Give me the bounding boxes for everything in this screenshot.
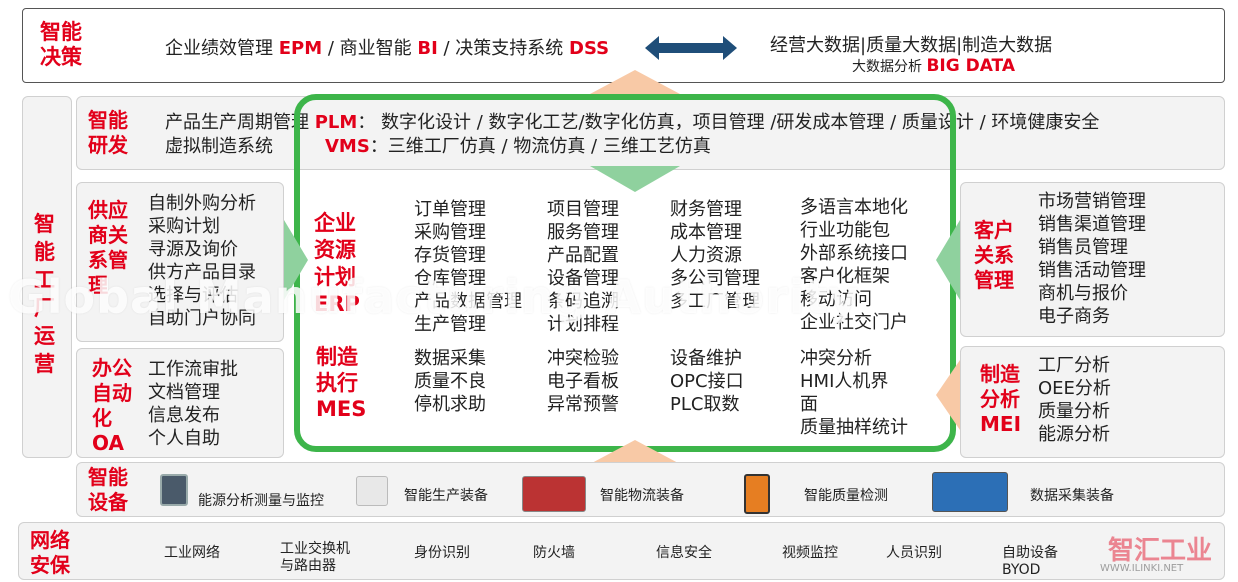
arrow-up-top-icon bbox=[590, 70, 680, 94]
arrow-left-mei-icon bbox=[936, 360, 960, 430]
network-panel bbox=[18, 522, 1225, 580]
device-quality: 智能质量检测 bbox=[804, 488, 888, 504]
devices-label: 智能设备 bbox=[88, 465, 128, 514]
crm-items: 市场营销管理销售渠道管理销售员管理 销售活动管理商机与报价电子商务 bbox=[1038, 191, 1146, 327]
erp-col4: 多语言本地化行业功能包外部系统接口 客户化框架移动访问企业社交门户 bbox=[800, 197, 908, 333]
bigdata-line: 经营大数据|质量大数据|制造大数据 bbox=[770, 35, 1053, 56]
supply-label: 供应商关系管理 bbox=[88, 198, 128, 297]
supply-items: 自制外购分析采购计划寻源及询价 供方产品目录选择与评估自助门户协同 bbox=[148, 193, 256, 329]
arrow-down-mid-icon bbox=[590, 166, 680, 192]
arrow-up-bottom-icon bbox=[590, 440, 680, 464]
logo-url: WWW.ILINKI.NET bbox=[1100, 563, 1184, 574]
double-arrow-icon bbox=[645, 36, 737, 60]
device-data: 数据采集装备 bbox=[1030, 488, 1114, 504]
erp-col2: 项目管理服务管理产品配置 设备管理条码追溯计划排程 bbox=[547, 199, 619, 335]
erp-col1: 订单管理采购管理存货管理 仓库管理产品数据管理生产管理 bbox=[414, 199, 522, 335]
plm-line: 产品生产周期管理 PLM： 数字化设计 / 数字化工艺/数字化仿真，项目管理 /… bbox=[165, 112, 1100, 133]
logo-text: 智汇工业 bbox=[1108, 536, 1213, 566]
net-video: 视频监控 bbox=[782, 545, 838, 561]
device-production: 智能生产装备 bbox=[404, 488, 488, 504]
network-label: 网络安保 bbox=[30, 528, 70, 577]
data-terminal-icon bbox=[932, 472, 1008, 512]
devices-panel bbox=[76, 462, 1225, 517]
mes-col2: 冲突检验电子看板异常预警 bbox=[547, 348, 619, 415]
net-industrial: 工业网络 bbox=[164, 545, 220, 561]
robot-arm-icon bbox=[356, 476, 388, 506]
oa-items: 工作流审批文档管理信息发布个人自助 bbox=[148, 359, 238, 449]
factory-label: 智能 工厂 运营 bbox=[34, 212, 55, 376]
arrow-left-right-icon bbox=[936, 220, 960, 300]
net-switch: 工业交换机与路由器 bbox=[280, 541, 350, 574]
logistics-vehicle-icon bbox=[522, 476, 586, 512]
energy-meter-icon bbox=[160, 474, 188, 506]
net-firewall: 防火墙 bbox=[533, 545, 575, 561]
net-infosec: 信息安全 bbox=[656, 545, 712, 561]
supply-panel bbox=[76, 182, 284, 342]
decision-systems: 企业绩效管理 EPM / 商业智能 BI / 决策支持系统 DSS bbox=[165, 38, 610, 59]
factory-panel bbox=[22, 96, 72, 458]
rd-label: 智能研发 bbox=[88, 108, 128, 157]
bigdata-sub: 大数据分析 BIG DATA bbox=[852, 56, 1015, 76]
arrow-right-left-icon bbox=[284, 220, 308, 300]
mes-col1: 数据采集质量不良停机求助 bbox=[414, 348, 486, 415]
erp-col3: 财务管理成本管理人力资源 多公司管理多工厂管理 bbox=[670, 199, 760, 312]
watermark: Global Manufacturing Authority bbox=[8, 270, 860, 324]
net-personnel: 人员识别 bbox=[886, 545, 942, 561]
net-identity: 身份识别 bbox=[414, 545, 470, 561]
device-logistics: 智能物流装备 bbox=[600, 488, 684, 504]
oa-panel bbox=[76, 348, 284, 458]
device-energy: 能源分析测量与监控 bbox=[198, 493, 324, 509]
decision-panel bbox=[22, 8, 1225, 83]
crm-label: 客户关系管理 bbox=[974, 218, 1014, 292]
decision-label: 智能决策 bbox=[40, 20, 82, 69]
mei-panel bbox=[960, 346, 1225, 458]
crm-panel bbox=[960, 182, 1225, 337]
handheld-scanner-icon bbox=[744, 474, 770, 514]
